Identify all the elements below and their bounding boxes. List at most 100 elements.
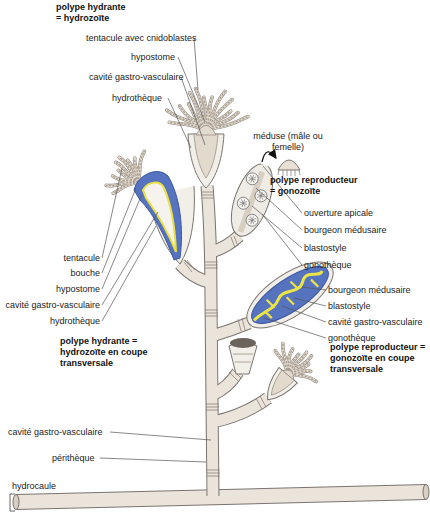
cnidoblast-dots bbox=[135, 158, 138, 182]
medusa-bud bbox=[259, 270, 319, 320]
tentacle bbox=[283, 343, 288, 373]
annulation bbox=[238, 318, 245, 331]
cnidoblast-dots bbox=[288, 352, 306, 373]
annulation bbox=[205, 262, 218, 268]
branch bbox=[211, 236, 239, 252]
leader-line bbox=[100, 458, 206, 462]
branch-outline bbox=[213, 398, 268, 422]
heading-label: polype reproducteur = gonozoïte en coupe… bbox=[330, 342, 428, 375]
bud-detail bbox=[247, 174, 257, 184]
annulation bbox=[207, 470, 220, 476]
branch bbox=[180, 264, 211, 282]
operculum bbox=[230, 338, 256, 348]
cnidoblast-dots bbox=[206, 117, 248, 130]
release-arrow bbox=[262, 152, 276, 162]
gonotheca bbox=[223, 158, 281, 241]
part-label: bourgeon médusaire bbox=[328, 285, 411, 296]
hydranth-wall bbox=[134, 172, 182, 260]
cnidoblast-dots bbox=[119, 157, 138, 182]
heading-label: polype hydrante = hydrozoïte bbox=[56, 2, 129, 24]
leader-line bbox=[294, 298, 326, 306]
part-label: blastostyle bbox=[304, 243, 347, 254]
annulation bbox=[206, 404, 219, 410]
cnidoblast-dots bbox=[204, 97, 207, 130]
part-label: bouche bbox=[0, 268, 100, 279]
stolon-end bbox=[423, 485, 429, 500]
apical-opening bbox=[261, 163, 269, 166]
part-label: cavité gastro-vasculaire bbox=[0, 300, 100, 311]
gastric-cavity bbox=[250, 267, 324, 320]
annulation bbox=[184, 260, 195, 272]
heading-label: polype hydrante = hydrozoïte en coupe tr… bbox=[60, 336, 156, 369]
branch bbox=[213, 398, 268, 422]
medusa-bud bbox=[245, 171, 260, 186]
branch bbox=[212, 372, 238, 395]
part-label: hydrocaule bbox=[12, 481, 56, 492]
leader-line bbox=[102, 188, 136, 273]
cnidoblast-dots bbox=[206, 100, 232, 130]
stem bbox=[207, 186, 213, 500]
stolon-end bbox=[13, 495, 19, 510]
medusa-bud bbox=[236, 196, 251, 211]
tentacle bbox=[288, 356, 311, 373]
hypostome bbox=[283, 367, 297, 380]
hydrotheca-detail bbox=[233, 354, 253, 362]
leader-line bbox=[282, 306, 326, 322]
part-label: cavité gastro-vasculaire bbox=[8, 427, 103, 438]
medusa bbox=[278, 160, 300, 170]
leader-line bbox=[102, 212, 158, 305]
cnidoblast-dots bbox=[167, 110, 206, 130]
gastric-cavity bbox=[143, 183, 176, 252]
leader-line bbox=[178, 57, 205, 122]
annulation bbox=[256, 396, 266, 409]
part-label: bourgeon médusaire bbox=[304, 225, 387, 236]
part-label: cavité gastro-vasculaire bbox=[89, 72, 184, 83]
bracket bbox=[10, 494, 15, 511]
part-label: hydrothèque bbox=[112, 93, 162, 104]
leader-line bbox=[168, 98, 191, 148]
leader-line bbox=[252, 206, 302, 248]
medusa-bud bbox=[253, 188, 268, 203]
cnidoblast-dots bbox=[283, 343, 288, 373]
part-label: tentacule avec cnidoblastes bbox=[86, 33, 197, 44]
tentacle bbox=[119, 157, 138, 182]
hydrotheca bbox=[188, 134, 224, 188]
part-label: blastostyle bbox=[328, 301, 371, 312]
tentacle-outline bbox=[119, 157, 138, 182]
tentacle bbox=[106, 182, 138, 186]
part-label: périthèque bbox=[52, 453, 95, 464]
hydranth-body bbox=[194, 134, 218, 178]
annulation bbox=[231, 236, 238, 248]
leader-line bbox=[302, 287, 326, 290]
stolon-outline bbox=[16, 492, 426, 502]
cnidoblast-dots bbox=[288, 356, 311, 373]
tentacle bbox=[206, 117, 248, 130]
part-label: méduse (mâle ou femelle) bbox=[252, 131, 324, 153]
stolon bbox=[16, 492, 426, 502]
bud-detail bbox=[247, 215, 257, 225]
part-label: hydrothèque bbox=[0, 316, 100, 327]
leader-line bbox=[102, 168, 122, 258]
part-label: hypostome bbox=[0, 284, 100, 295]
annulation bbox=[205, 310, 218, 316]
part-label: gonothèque bbox=[304, 260, 352, 271]
leader-line bbox=[102, 194, 142, 289]
leader-line bbox=[110, 432, 211, 440]
leader-line bbox=[262, 214, 302, 265]
annulation bbox=[202, 192, 214, 198]
leader-line bbox=[264, 318, 326, 338]
cnidoblast-dots bbox=[206, 91, 225, 130]
leader-line bbox=[194, 38, 198, 90]
bud-detail bbox=[238, 198, 248, 208]
hypostome bbox=[196, 126, 216, 136]
part-label: ouverture apicale bbox=[304, 208, 373, 219]
medusa-bud bbox=[244, 213, 259, 228]
hydrotheca bbox=[258, 367, 297, 407]
heading-label: polype reproducteur = gonozoïte bbox=[270, 175, 361, 197]
cnidoblast-dots bbox=[196, 89, 206, 130]
leader-line bbox=[102, 226, 156, 321]
part-label: tentacule bbox=[0, 253, 100, 264]
part-label: hypostome bbox=[131, 52, 175, 63]
